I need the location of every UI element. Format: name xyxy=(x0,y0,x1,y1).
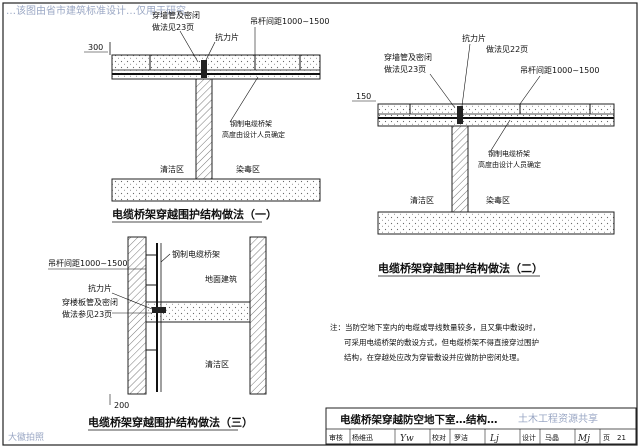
signature-designer: Mj xyxy=(577,434,590,444)
figure-1: 300 穿墙管及密闭 做法见23页 吊杆间距1000~1500 抗力片 钢制电缆… xyxy=(84,10,329,223)
fig1-label-tray-h: 高度由设计人员确定 xyxy=(222,130,285,139)
fig1-floor xyxy=(111,178,321,202)
fig1-label-tray: 钢制电缆桥架 xyxy=(230,119,272,128)
fig2-label-tube: 穿墙管及密闭 xyxy=(384,52,432,62)
note-line-2: 可采用电缆桥架的敷设方式，但电缆桥架不得直接穿过围护 xyxy=(344,337,539,347)
watermark-bottom-left: 大徽拍照 xyxy=(8,431,44,443)
fig3-title: 电缆桥架穿越围护结构做法（三） xyxy=(88,415,253,429)
figure-3: 吊杆间距1000~1500 钢制电缆桥架 地面建筑 抗力片 穿楼板管及密闭 做法… xyxy=(48,236,267,431)
fig3-label-anchor: 抗力片 xyxy=(88,283,112,293)
fig1-anchor xyxy=(201,60,207,78)
fig3-slab xyxy=(145,301,251,323)
fig3-label-tube-ref: 做法参见23页 xyxy=(62,309,112,319)
fig1-title: 电缆桥架穿越围护结构做法（一） xyxy=(112,207,277,221)
fig2-title: 电缆桥架穿越围护结构做法（二） xyxy=(378,261,543,275)
watermark-bottom-right: 土木工程资源共享 xyxy=(518,412,598,425)
signature-checker: Lj xyxy=(489,434,499,444)
fig2-zone-clean: 清洁区 xyxy=(410,195,434,205)
signature-reviewer: Yw xyxy=(400,434,414,444)
fig2-label-tube-ref: 做法见23页 xyxy=(384,64,426,74)
title-block-designer: 马晶 xyxy=(545,434,559,442)
title-block-reviewer-label: 审核 xyxy=(329,433,343,442)
title-block-page: 21 xyxy=(617,434,626,442)
fig3-anchor xyxy=(152,307,166,313)
fig1-zone-safe: 染毒区 xyxy=(236,164,260,174)
fig1-wall xyxy=(195,78,213,180)
fig2-label-anchor: 抗力片 xyxy=(462,33,486,43)
fig2-label-tray: 钢制电缆桥架 xyxy=(488,149,530,158)
title-block-reviewer: 杨维迅 xyxy=(352,433,373,442)
fig3-label-tray: 钢制电缆桥架 xyxy=(172,249,220,259)
fig1-label-tube: 穿墙管及密闭 xyxy=(152,10,200,20)
title-block-checker: 罗洁 xyxy=(454,433,468,442)
watermark-top: …该图由省市建筑标准设计…仅用于研究 xyxy=(6,4,186,17)
fig3-label-hanger: 吊杆间距1000~1500 xyxy=(48,258,127,268)
fig3-label-tube: 穿楼板管及密闭 xyxy=(62,297,118,307)
fig1-slab xyxy=(111,54,321,80)
fig3-wall-right xyxy=(249,236,267,395)
note-block: 注：当防空地下室内的电缆或导线数量较多，且又集中敷设时， 可采用电缆桥架的敷设方… xyxy=(330,322,540,362)
fig2-zone-safe: 染毒区 xyxy=(486,195,510,205)
fig3-wall-left xyxy=(127,236,147,395)
fig2-slab xyxy=(377,103,615,127)
fig2-label-hanger: 吊杆间距1000~1500 xyxy=(520,65,599,75)
fig2-dim: 150 xyxy=(356,92,371,101)
fig1-label-hanger: 吊杆间距1000~1500 xyxy=(250,16,329,26)
fig3-zone-clean: 清洁区 xyxy=(205,359,229,369)
title-block: 电缆桥架穿越防空地下室…结构… 审核 杨维迅 Yw 校对 罗洁 Lj 设计 马晶… xyxy=(325,407,637,445)
title-block-designer-label: 设计 xyxy=(522,433,536,442)
fig2-floor xyxy=(377,211,615,235)
title-block-page-label: 页 xyxy=(603,434,610,442)
fig2-label-ref22: 做法见22页 xyxy=(486,44,528,54)
fig2-anchor xyxy=(457,106,463,124)
fig3-label-ground: 地面建筑 xyxy=(205,274,237,284)
fig3-dim: 200 xyxy=(114,401,129,410)
title-block-checker-label: 校对 xyxy=(432,433,446,442)
title-block-main: 电缆桥架穿越防空地下室…结构… xyxy=(340,413,498,426)
fig1-label-anchor: 抗力片 xyxy=(215,32,239,42)
fig2-label-tray-h: 高度由设计人员确定 xyxy=(478,160,541,169)
fig1-dim: 300 xyxy=(88,43,103,52)
figure-2: 150 穿墙管及密闭 做法见23页 抗力片 做法见22页 吊杆间距1000~15… xyxy=(352,33,615,277)
fig1-label-tube-ref: 做法见23页 xyxy=(152,22,194,32)
note-line-3: 结构，在穿越处应改为穿管敷设并应做防护密闭处理。 xyxy=(344,352,524,362)
note-line-1: 注：当防空地下室内的电缆或导线数量较多，且又集中敷设时， xyxy=(330,322,540,332)
fig2-wall xyxy=(451,125,469,213)
fig1-zone-clean: 清洁区 xyxy=(160,164,184,174)
